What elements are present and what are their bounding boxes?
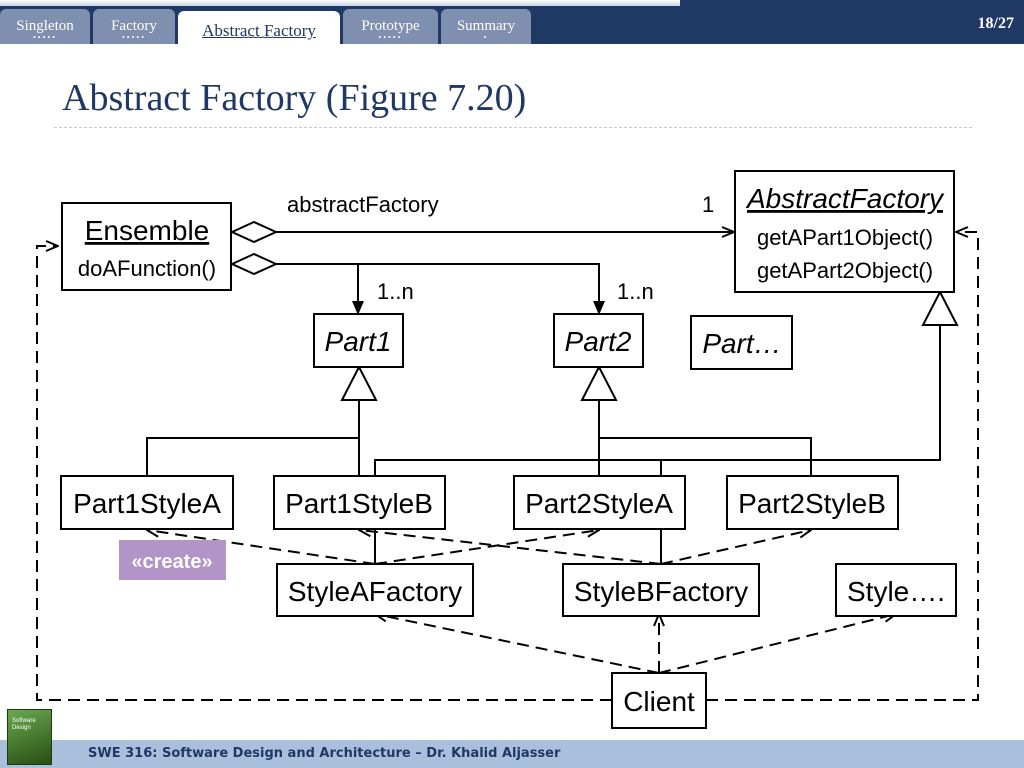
tab-progress-dots: ••••• xyxy=(121,33,146,42)
class-part-more: Part… xyxy=(690,315,793,370)
generalization-connectors xyxy=(146,289,959,564)
multiplicity-part2-label: 1..n xyxy=(617,279,654,304)
tab-label: Summary xyxy=(456,18,516,34)
topbar-shine xyxy=(0,0,680,6)
create-stereotype-label: «create» xyxy=(119,540,226,580)
tab-abstract-factory[interactable]: Abstract Factory ••••••• xyxy=(178,11,340,44)
class-part1-style-b: Part1StyleB xyxy=(273,475,446,530)
aggregation-diamond-upper xyxy=(229,220,279,244)
svg-text:Part1StyleB: Part1StyleB xyxy=(285,488,433,519)
tab-summary[interactable]: Summary • xyxy=(441,9,531,44)
tab-progress-dots: ••••• xyxy=(32,33,57,42)
svg-text:«create»: «create» xyxy=(131,551,212,573)
abstract-factory-op2: getAPart2Object() xyxy=(757,258,933,283)
abstract-factory-name: AbstractFactory xyxy=(745,183,945,214)
multiplicity-part1-label: 1..n xyxy=(377,279,414,304)
generalization-triangle-abstract-factory xyxy=(921,289,959,326)
class-part1-style-a: Part1StyleA xyxy=(60,475,234,530)
tab-label: Factory xyxy=(111,18,157,34)
class-style-more: Style…. xyxy=(835,563,957,617)
tab-label: Abstract Factory xyxy=(202,21,316,40)
class-ensemble: Ensemble doAFunction() xyxy=(61,202,232,291)
tab-progress-dots: ••••••• xyxy=(242,33,276,42)
class-part2-style-b: Part2StyleB xyxy=(726,475,899,530)
slide-title: Abstract Factory (Figure 7.20) xyxy=(62,77,527,119)
association-role-label: abstractFactory xyxy=(287,192,439,217)
class-client: Client xyxy=(611,672,707,729)
generalization-triangle-part1 xyxy=(340,364,378,401)
tab-factory[interactable]: Factory ••••• xyxy=(93,9,175,44)
ensemble-operation: doAFunction() xyxy=(78,256,216,281)
tab-progress-dots: • xyxy=(483,33,489,42)
ensemble-name: Ensemble xyxy=(85,215,210,246)
svg-text:Part2StyleB: Part2StyleB xyxy=(738,488,886,519)
association-to-part2 xyxy=(276,263,605,315)
svg-text:StyleAFactory: StyleAFactory xyxy=(288,576,462,607)
abstract-factory-op1: getAPart1Object() xyxy=(757,225,933,250)
svg-text:Part2StyleA: Part2StyleA xyxy=(525,488,673,519)
svg-text:Part2: Part2 xyxy=(565,326,632,357)
class-style-a-factory: StyleAFactory xyxy=(276,563,474,617)
tab-singleton[interactable]: Singleton ••••• xyxy=(0,9,90,44)
aggregation-connectors xyxy=(229,220,734,315)
class-abstract-factory: AbstractFactory getAPart1Object() getAPa… xyxy=(734,170,955,293)
tab-prototype[interactable]: Prototype ••••• xyxy=(343,9,438,44)
dependency-connectors xyxy=(36,232,979,701)
book-cover-thumbnail: Software Design xyxy=(7,709,52,765)
tab-progress-dots: ••••• xyxy=(378,33,403,42)
generalization-triangle-part2 xyxy=(580,364,618,401)
svg-text:Style….: Style…. xyxy=(847,576,945,607)
tab-label: Prototype xyxy=(361,18,420,34)
class-part2-style-a: Part2StyleA xyxy=(513,475,686,530)
svg-text:StyleBFactory: StyleBFactory xyxy=(574,576,748,607)
class-style-b-factory: StyleBFactory xyxy=(562,563,760,617)
page-number: 18/27 xyxy=(977,15,1014,32)
class-part1: Part1 xyxy=(313,313,404,368)
svg-text:Client: Client xyxy=(623,686,695,717)
svg-text:Part…: Part… xyxy=(702,328,781,359)
title-divider xyxy=(54,127,972,128)
footer-course-label: SWE 316: Software Design and Architectur… xyxy=(88,746,561,761)
multiplicity-one-label: 1 xyxy=(702,192,714,217)
svg-text:Part1: Part1 xyxy=(325,326,392,357)
aggregation-diamond-lower xyxy=(229,252,279,276)
svg-text:Part1StyleA: Part1StyleA xyxy=(73,488,221,519)
top-navigation-bar: Singleton ••••• Factory ••••• Abstract F… xyxy=(0,0,1024,44)
footer-bar xyxy=(0,740,1024,768)
tab-label: Singleton xyxy=(16,18,74,34)
class-part2: Part2 xyxy=(553,313,644,368)
book-cover-text: Software Design xyxy=(12,718,36,731)
